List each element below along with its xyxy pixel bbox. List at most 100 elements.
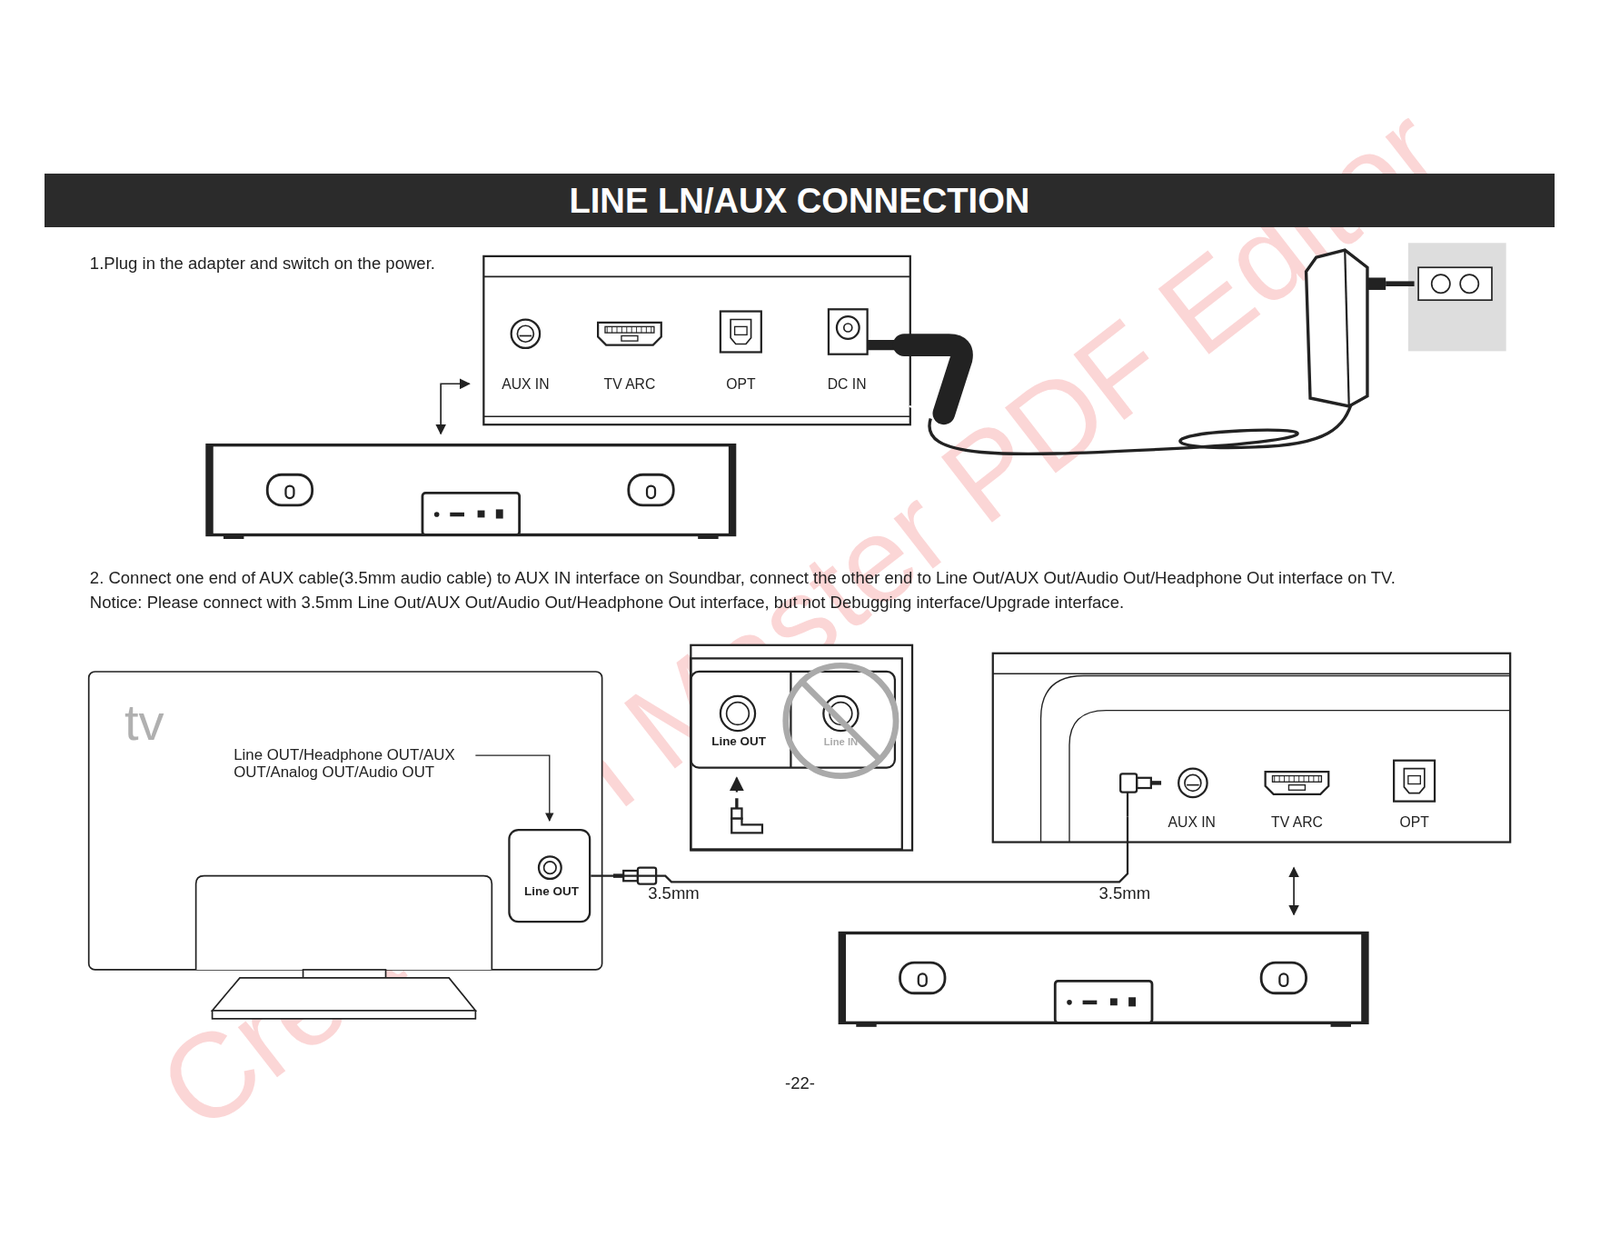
port-square bbox=[1128, 996, 1136, 1006]
port-label: OPT bbox=[1399, 813, 1429, 830]
socket-hole bbox=[1431, 274, 1451, 293]
keyhole-slot bbox=[646, 486, 656, 498]
keyhole-slot bbox=[918, 973, 927, 985]
socket-hole bbox=[1460, 274, 1479, 293]
panel-edge bbox=[993, 673, 1511, 675]
hdmi-port bbox=[605, 326, 655, 333]
cable bbox=[1126, 792, 1129, 817]
keyhole-slot bbox=[628, 474, 674, 506]
hdmi-port bbox=[1265, 771, 1330, 795]
step-instruction: 1.Plug in the adapter and switch on the … bbox=[89, 254, 436, 274]
rear-panel: AUX INTV ARCOPT bbox=[993, 653, 1511, 843]
optical-port bbox=[1403, 768, 1424, 794]
callout-text: Line OUT/Headphone OUT/AUX OUT/Analog OU… bbox=[233, 745, 471, 781]
prohibited-sign bbox=[785, 665, 896, 776]
rear-panel: AUX INTV ARCOPTDC IN bbox=[483, 256, 910, 425]
port-label: OPT bbox=[725, 375, 756, 392]
tv-stand-base bbox=[212, 977, 477, 1011]
hdmi-pin bbox=[1273, 775, 1275, 783]
soundbar-rear bbox=[839, 933, 1368, 1024]
panel-edge bbox=[483, 415, 910, 418]
tv-frame bbox=[89, 671, 603, 970]
wall-socket bbox=[1408, 242, 1507, 351]
panel-edge bbox=[1041, 675, 1511, 842]
hdmi-pin bbox=[650, 326, 652, 333]
hdmi-pin bbox=[606, 326, 608, 333]
jack-cell: Line OUT bbox=[704, 681, 774, 754]
optical-port bbox=[1408, 775, 1421, 785]
hdmi-pin bbox=[1303, 775, 1305, 783]
jack-divider bbox=[789, 671, 792, 768]
notice-text: Notice: Please connect with 3.5mm Line O… bbox=[89, 593, 1124, 613]
port-dash bbox=[1083, 1000, 1098, 1004]
leader-line bbox=[475, 755, 549, 821]
soundbar-foot bbox=[855, 1022, 876, 1026]
line-out-jack bbox=[538, 855, 562, 879]
hdmi-pin bbox=[1298, 775, 1300, 783]
jack-plug bbox=[731, 807, 742, 818]
aux-jack bbox=[1178, 768, 1207, 797]
dc-jack bbox=[844, 323, 853, 332]
port-dot bbox=[1066, 999, 1073, 1005]
soundbar-foot bbox=[1331, 1022, 1352, 1026]
page-number: -22- bbox=[785, 1073, 815, 1093]
rear-panel-zoom bbox=[993, 653, 1511, 843]
keyhole-slot bbox=[1279, 973, 1288, 985]
port-cluster bbox=[422, 492, 520, 535]
title-band: LINE LN/AUX CONNECTION bbox=[44, 173, 1554, 227]
mains-pin bbox=[1385, 280, 1414, 287]
port-dot bbox=[434, 511, 440, 517]
soundbar-end bbox=[1361, 933, 1368, 1024]
port-cluster bbox=[1054, 980, 1153, 1023]
brand-mark: tv bbox=[124, 694, 165, 754]
keyhole-slot bbox=[900, 962, 945, 994]
port-label: AUX IN bbox=[501, 375, 549, 392]
line-out-jack bbox=[720, 695, 756, 731]
tv-stand bbox=[196, 875, 493, 970]
aux-jack bbox=[1184, 774, 1202, 791]
panel-edge bbox=[483, 276, 910, 279]
port-dash bbox=[449, 512, 465, 517]
port-label: Line IN bbox=[824, 735, 858, 748]
title: LINE LN/AUX CONNECTION bbox=[568, 179, 1030, 220]
tv-screen: tvLine OUT/Headphone OUT/AUX OUT/Analog … bbox=[89, 671, 603, 970]
jack-plug bbox=[1120, 773, 1137, 792]
keyhole-slot bbox=[285, 486, 294, 498]
dc-jack bbox=[836, 316, 860, 339]
audio-cable bbox=[590, 842, 1128, 883]
aux-jack bbox=[511, 319, 540, 348]
hdmi-pin bbox=[611, 326, 613, 333]
port-label: Line OUT bbox=[524, 884, 579, 899]
hdmi-pin bbox=[616, 326, 618, 333]
hdmi-pin bbox=[645, 326, 647, 333]
port-box: Line OUT bbox=[507, 828, 591, 923]
hdmi-pin bbox=[640, 326, 642, 333]
port-label: AUX IN bbox=[1168, 813, 1216, 830]
cable-size: 3.5mm bbox=[647, 884, 700, 904]
inset-frame bbox=[690, 645, 913, 851]
keyhole-slot bbox=[1261, 962, 1306, 994]
aux-jack bbox=[519, 335, 532, 338]
insert-arrow bbox=[735, 777, 738, 793]
hdmi-port bbox=[1288, 785, 1305, 791]
soundbar-rear bbox=[207, 445, 736, 536]
port-label: Line OUT bbox=[711, 735, 766, 749]
hdmi-pin bbox=[1283, 775, 1285, 783]
soundbar-end bbox=[728, 445, 736, 536]
optical-port bbox=[1393, 760, 1435, 802]
soundbar-end bbox=[839, 933, 846, 1024]
hdmi-pin bbox=[1308, 775, 1310, 783]
jack-plug bbox=[1136, 777, 1152, 788]
jack-plug bbox=[731, 818, 763, 834]
cable bbox=[1126, 815, 1129, 842]
port-square bbox=[1110, 997, 1118, 1005]
optical-port bbox=[730, 319, 751, 345]
optical-port bbox=[735, 326, 747, 335]
port-square bbox=[477, 510, 486, 518]
jack-plug bbox=[735, 797, 738, 808]
dc-plug-grip bbox=[909, 369, 935, 411]
soundbar-foot bbox=[697, 534, 718, 538]
hdmi-pin bbox=[1312, 775, 1314, 783]
hdmi-pin bbox=[1318, 775, 1320, 783]
